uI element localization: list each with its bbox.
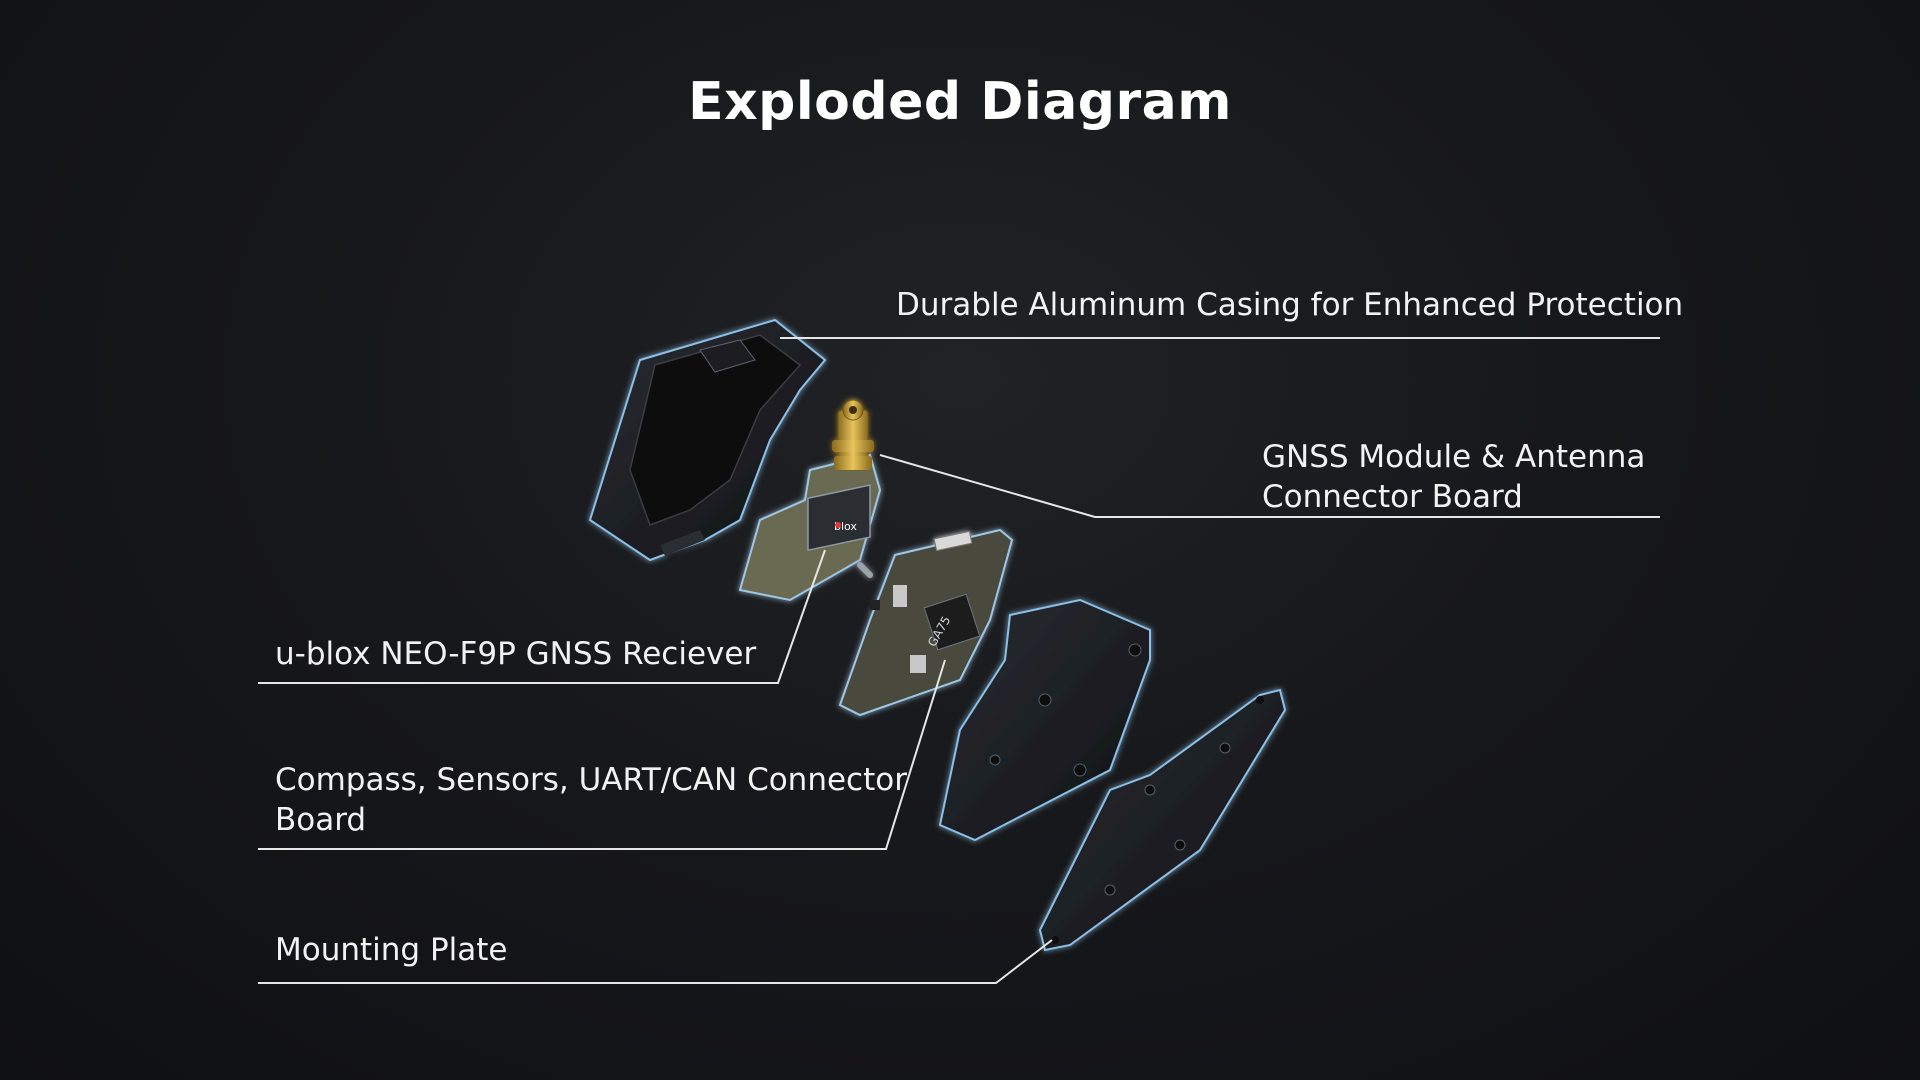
leader-lines	[258, 337, 1660, 984]
aluminum-casing	[588, 318, 827, 562]
gnss-board-label-line2: Connector Board	[1262, 479, 1523, 515]
mounting-label: Mounting Plate	[275, 932, 508, 968]
casing-label: Durable Aluminum Casing for Enhanced Pro…	[896, 287, 1684, 323]
gnss-board-label-line1: GNSS Module & Antenna	[1262, 439, 1646, 475]
mounting-plate	[1038, 688, 1287, 952]
page-title: Exploded Diagram	[688, 72, 1232, 132]
receiver-label: u-blox NEO-F9P GNSS Reciever	[275, 636, 757, 672]
compass-leader-line	[258, 659, 946, 850]
compass-sensor-board: GA75	[838, 528, 1014, 717]
gnss-board-leader-line	[879, 454, 1660, 518]
gnss-antenna-board: blox	[738, 399, 882, 602]
bottom-housing	[938, 598, 1151, 842]
compass-label-line2: Board	[275, 802, 367, 838]
receiver-leader-line	[258, 549, 826, 684]
compass-label-line1: Compass, Sensors, UART/CAN Connector	[275, 762, 907, 798]
mounting-leader-line	[258, 939, 1053, 984]
